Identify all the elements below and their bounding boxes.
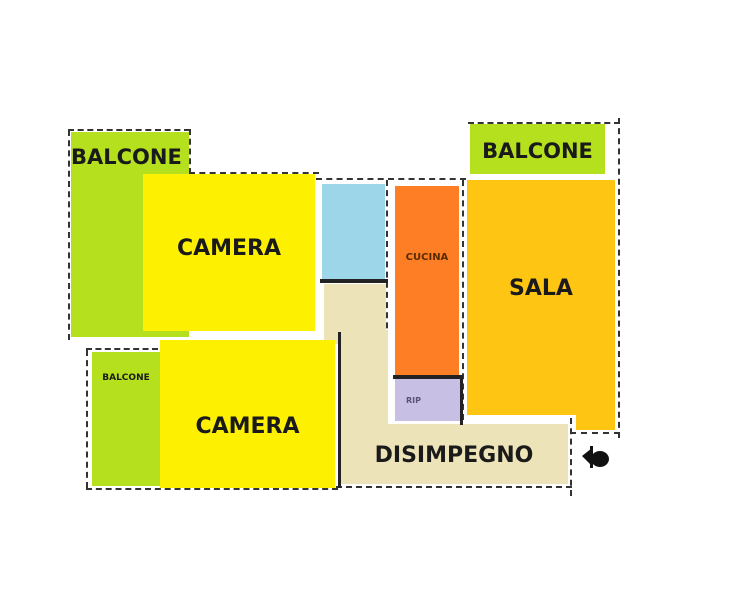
room-disimpegno: DISIMPEGNO [340, 424, 568, 484]
wall [460, 375, 463, 425]
room-label: CAMERA [195, 414, 300, 439]
wall [570, 418, 572, 496]
room-balcone-sw: BALCONE [92, 352, 160, 486]
room-label: BALCONE [482, 139, 593, 163]
wall [189, 129, 191, 174]
wall [570, 432, 620, 434]
wall [338, 332, 341, 488]
room-camera-2: CAMERA [160, 340, 335, 488]
room-label: RIP [406, 395, 421, 405]
room-camera-1: CAMERA [143, 174, 315, 331]
room-label: CUCINA [405, 252, 449, 263]
wall [68, 130, 70, 340]
room-label: DISIMPEGNO [374, 442, 534, 468]
room-label: CAMERA [176, 236, 282, 261]
wall [336, 486, 572, 488]
room-disimpegno-vertical [340, 330, 388, 440]
wall [320, 279, 388, 283]
room-cucina: CUCINA [395, 186, 459, 375]
wall [316, 178, 466, 180]
wall [86, 488, 338, 490]
wall [68, 129, 190, 131]
room-bagno [322, 184, 385, 279]
wall [189, 172, 319, 174]
room-balcone-ne: BALCONE [470, 124, 605, 174]
wall [393, 375, 461, 379]
room-sala-extension [576, 410, 615, 430]
wall [386, 180, 388, 420]
wall [86, 350, 88, 488]
room-rip: RIP [395, 379, 461, 421]
wall [86, 348, 158, 350]
entrance-arrow-icon [582, 446, 609, 468]
room-label: BALCONE [102, 373, 150, 383]
wall [468, 122, 620, 124]
room-label: BALCONE [71, 145, 182, 169]
room-label: SALA [509, 276, 573, 301]
wall [462, 180, 464, 420]
wall [618, 118, 620, 438]
room-sala: SALA [467, 180, 615, 415]
